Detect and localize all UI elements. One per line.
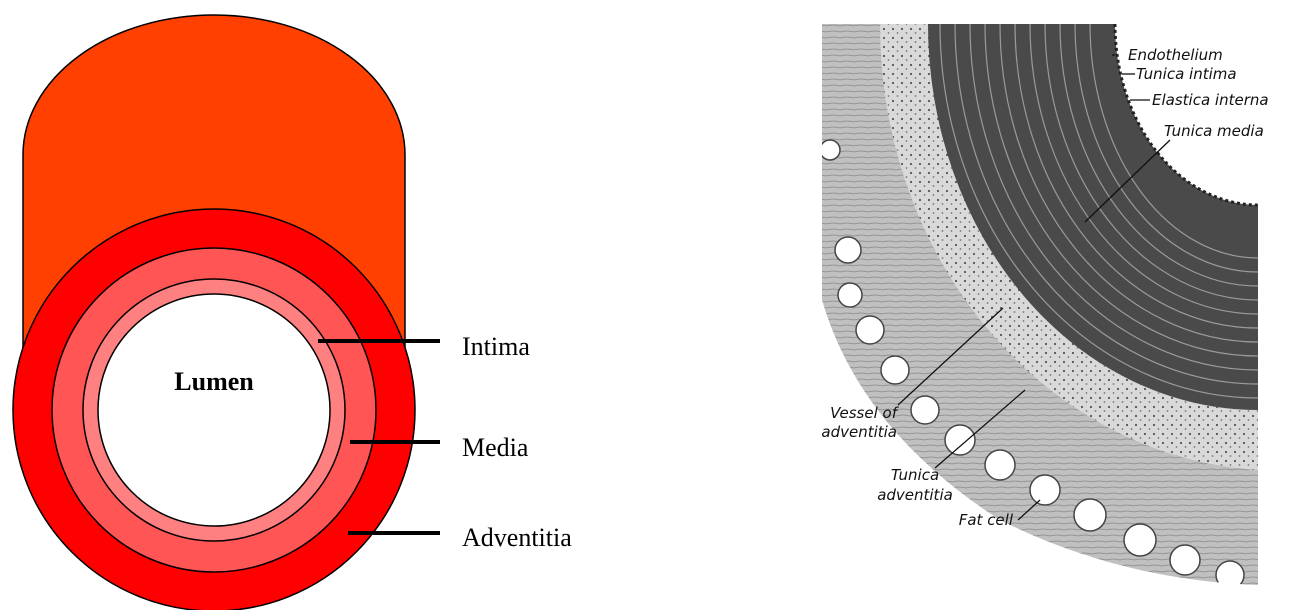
micrograph xyxy=(820,24,1258,598)
vessel-of-adventitia-label-line1: Vessel of xyxy=(830,404,900,422)
lumen-label: Lumen xyxy=(174,367,254,396)
endothelium-label: Endothelium xyxy=(1128,46,1223,64)
vessel-of-adventitia-label-line2: adventitia xyxy=(821,423,897,441)
adventitia-label: Adventitia xyxy=(462,523,572,552)
intima-label: Intima xyxy=(462,332,530,361)
media-label: Media xyxy=(462,433,529,462)
schematic-artery: Lumen Intima Media Adventitia xyxy=(13,15,572,610)
elastica-interna-label: Elastica interna xyxy=(1152,91,1269,109)
fat-cell-label: Fat cell xyxy=(959,511,1014,529)
lumen xyxy=(98,294,330,526)
tunica-intima-label: Tunica intima xyxy=(1136,65,1237,83)
tunica-adventitia-label-line1: Tunica xyxy=(891,466,939,484)
tunica-media-label: Tunica media xyxy=(1164,122,1264,140)
tunica-adventitia-label-line2: adventitia xyxy=(877,486,953,504)
